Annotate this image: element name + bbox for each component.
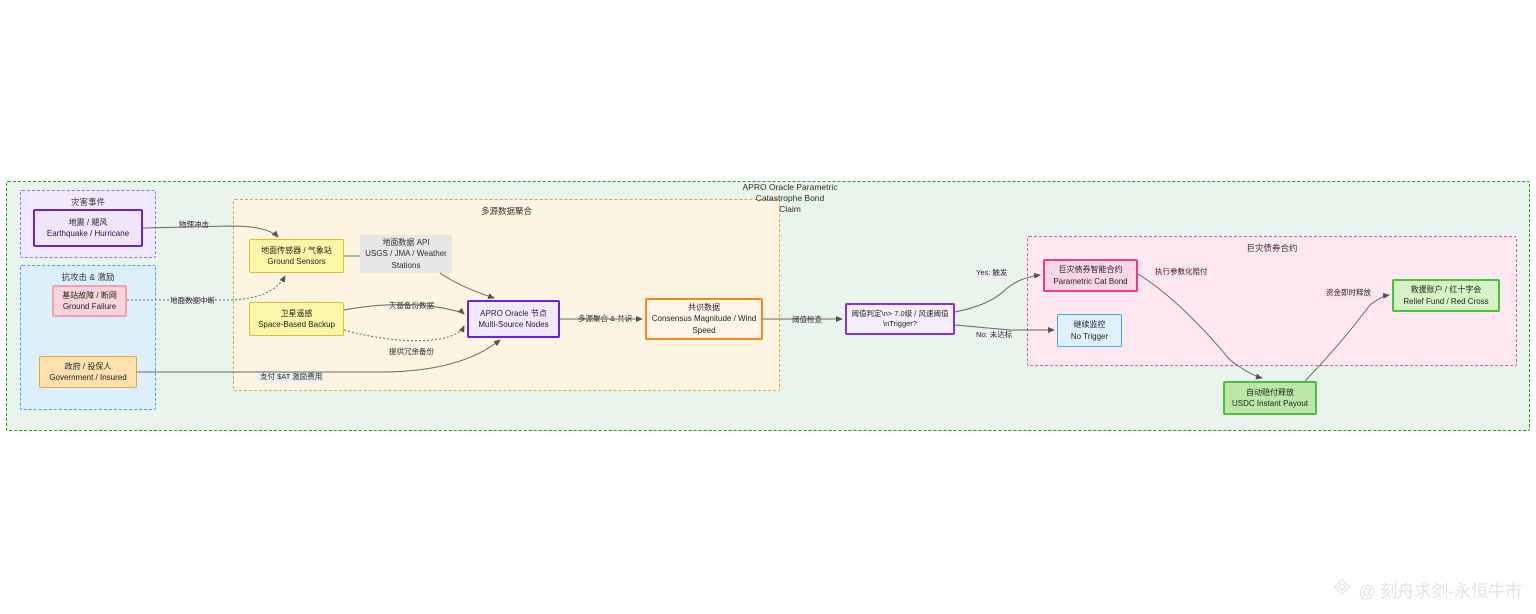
node-ground-sensors[interactable]: 地面传感器 / 气象站 Ground Sensors: [249, 239, 344, 273]
node-relief-cn: 救援账户 / 红十字会: [1410, 285, 1482, 294]
node-consensus-cn: 共识数据: [688, 302, 720, 312]
node-payout-cn: 自动赔付释放: [1246, 387, 1294, 397]
node-government-insured[interactable]: 政府 / 投保人 Government / Insured: [39, 356, 137, 388]
node-no-trigger-cn: 继续监控: [1073, 320, 1106, 329]
diagram-title-line1: APRO Oracle Parametric: [742, 182, 838, 192]
node-no-trigger-en: No Trigger: [1070, 331, 1109, 341]
node-ground-failure[interactable]: 基站故障 / 断网 Ground Failure: [52, 285, 127, 317]
node-oracle-cn: APRO Oracle 节点: [480, 308, 547, 318]
edge-label-threshold-check: 阈值检查: [790, 315, 824, 325]
node-government-cn: 政府 / 投保人: [64, 361, 112, 371]
subgraph-aggregation-title: 多源数据聚合: [480, 206, 532, 216]
node-payout-en: USDC Instant Payout: [1231, 399, 1309, 408]
node-parametric-cat-bond[interactable]: 巨灾债券智能合约 Parametric Cat Bond: [1043, 259, 1138, 292]
subgraph-multi-source-aggregation: 多源数据聚合: [233, 199, 780, 391]
edge-label-multi-consensus: 多源聚合 & 共识: [576, 314, 635, 324]
node-api-cn: 地面数据 API: [382, 237, 430, 247]
edge-label-ground-outage: 地面数据中断: [168, 296, 217, 306]
node-consensus-en: Consensus Magnitude / Wind Speed: [651, 314, 757, 335]
edge-label-pay-sat: 支付 $AT 激励费用: [258, 372, 325, 382]
node-cat-bond-en: Parametric Cat Bond: [1053, 276, 1128, 286]
node-ground-failure-cn: 基站故障 / 断网: [62, 290, 117, 300]
node-ground-failure-en: Ground Failure: [62, 302, 117, 311]
edge-label-no-trigger: No: 未达标: [974, 330, 1015, 340]
node-no-trigger[interactable]: 继续监控 No Trigger: [1057, 314, 1122, 347]
node-threshold-decision[interactable]: 阈值判定\n> 7.0级 / 风速阈值\nTrigger?: [845, 303, 955, 335]
subgraph-disaster-title: 灾害事件: [70, 197, 105, 207]
node-government-en: Government / Insured: [49, 373, 127, 382]
subgraph-attack-title: 抗攻击 & 激励: [61, 272, 115, 282]
diagram-title-line2: Catastrophe Bond: [755, 193, 825, 203]
node-usdc-instant-payout[interactable]: 自动赔付释放 USDC Instant Payout: [1223, 381, 1317, 415]
node-oracle-en: Multi-Source Nodes: [478, 320, 549, 329]
node-apro-oracle-nodes[interactable]: APRO Oracle 节点 Multi-Source Nodes: [467, 300, 560, 338]
node-satellite-cn: 卫星遥感: [280, 308, 313, 318]
node-ground-sensors-cn: 地面传感器 / 气象站: [261, 245, 332, 255]
edge-label-physical-impact: 物理冲击: [177, 220, 211, 230]
node-satellite-en: Space-Based Backup: [258, 320, 335, 329]
watermark: @ 刻舟求剑-永恒牛市: [1332, 577, 1522, 602]
node-relief-fund-red-cross[interactable]: 救援账户 / 红十字会 Relief Fund / Red Cross: [1392, 279, 1500, 312]
subgraph-bond-title: 巨灾债券合约: [1246, 243, 1298, 253]
node-earthquake-en: Earthquake / Hurricane: [46, 229, 130, 238]
node-cat-bond-cn: 巨灾债券智能合约: [1058, 265, 1123, 274]
edge-label-yes-trigger: Yes: 触发: [974, 268, 1010, 278]
diagram-title: APRO Oracle Parametric Catastrophe Bond …: [690, 182, 890, 215]
node-earthquake-hurricane[interactable]: 地震 / 飓风 Earthquake / Hurricane: [33, 209, 143, 247]
watermark-diamond-icon: [1332, 577, 1352, 602]
node-decision-text: 阈值判定\n> 7.0级 / 风速阈值\nTrigger?: [851, 308, 949, 329]
edge-label-redundancy: 提供冗余备份: [387, 347, 436, 357]
node-relief-en: Relief Fund / Red Cross: [1403, 296, 1489, 306]
edge-label-space-backup: 天基备份数据: [387, 301, 436, 311]
node-ground-data-api[interactable]: 地面数据 API USGS / JMA / Weather Stations: [360, 235, 452, 273]
diagram-title-line3: Claim: [779, 204, 801, 214]
node-api-en: USGS / JMA / Weather Stations: [365, 249, 447, 270]
edge-label-execute-payout: 执行参数化赔付: [1153, 267, 1210, 277]
watermark-handle: @ 刻舟求剑-永恒牛市: [1358, 582, 1522, 601]
node-earthquake-cn: 地震 / 飓风: [68, 217, 108, 227]
edge-label-funds-release: 资金即时释放: [1324, 288, 1373, 298]
node-ground-sensors-en: Ground Sensors: [267, 257, 326, 266]
node-consensus-data[interactable]: 共识数据 Consensus Magnitude / Wind Speed: [645, 298, 763, 340]
node-satellite-backup[interactable]: 卫星遥感 Space-Based Backup: [249, 302, 344, 336]
